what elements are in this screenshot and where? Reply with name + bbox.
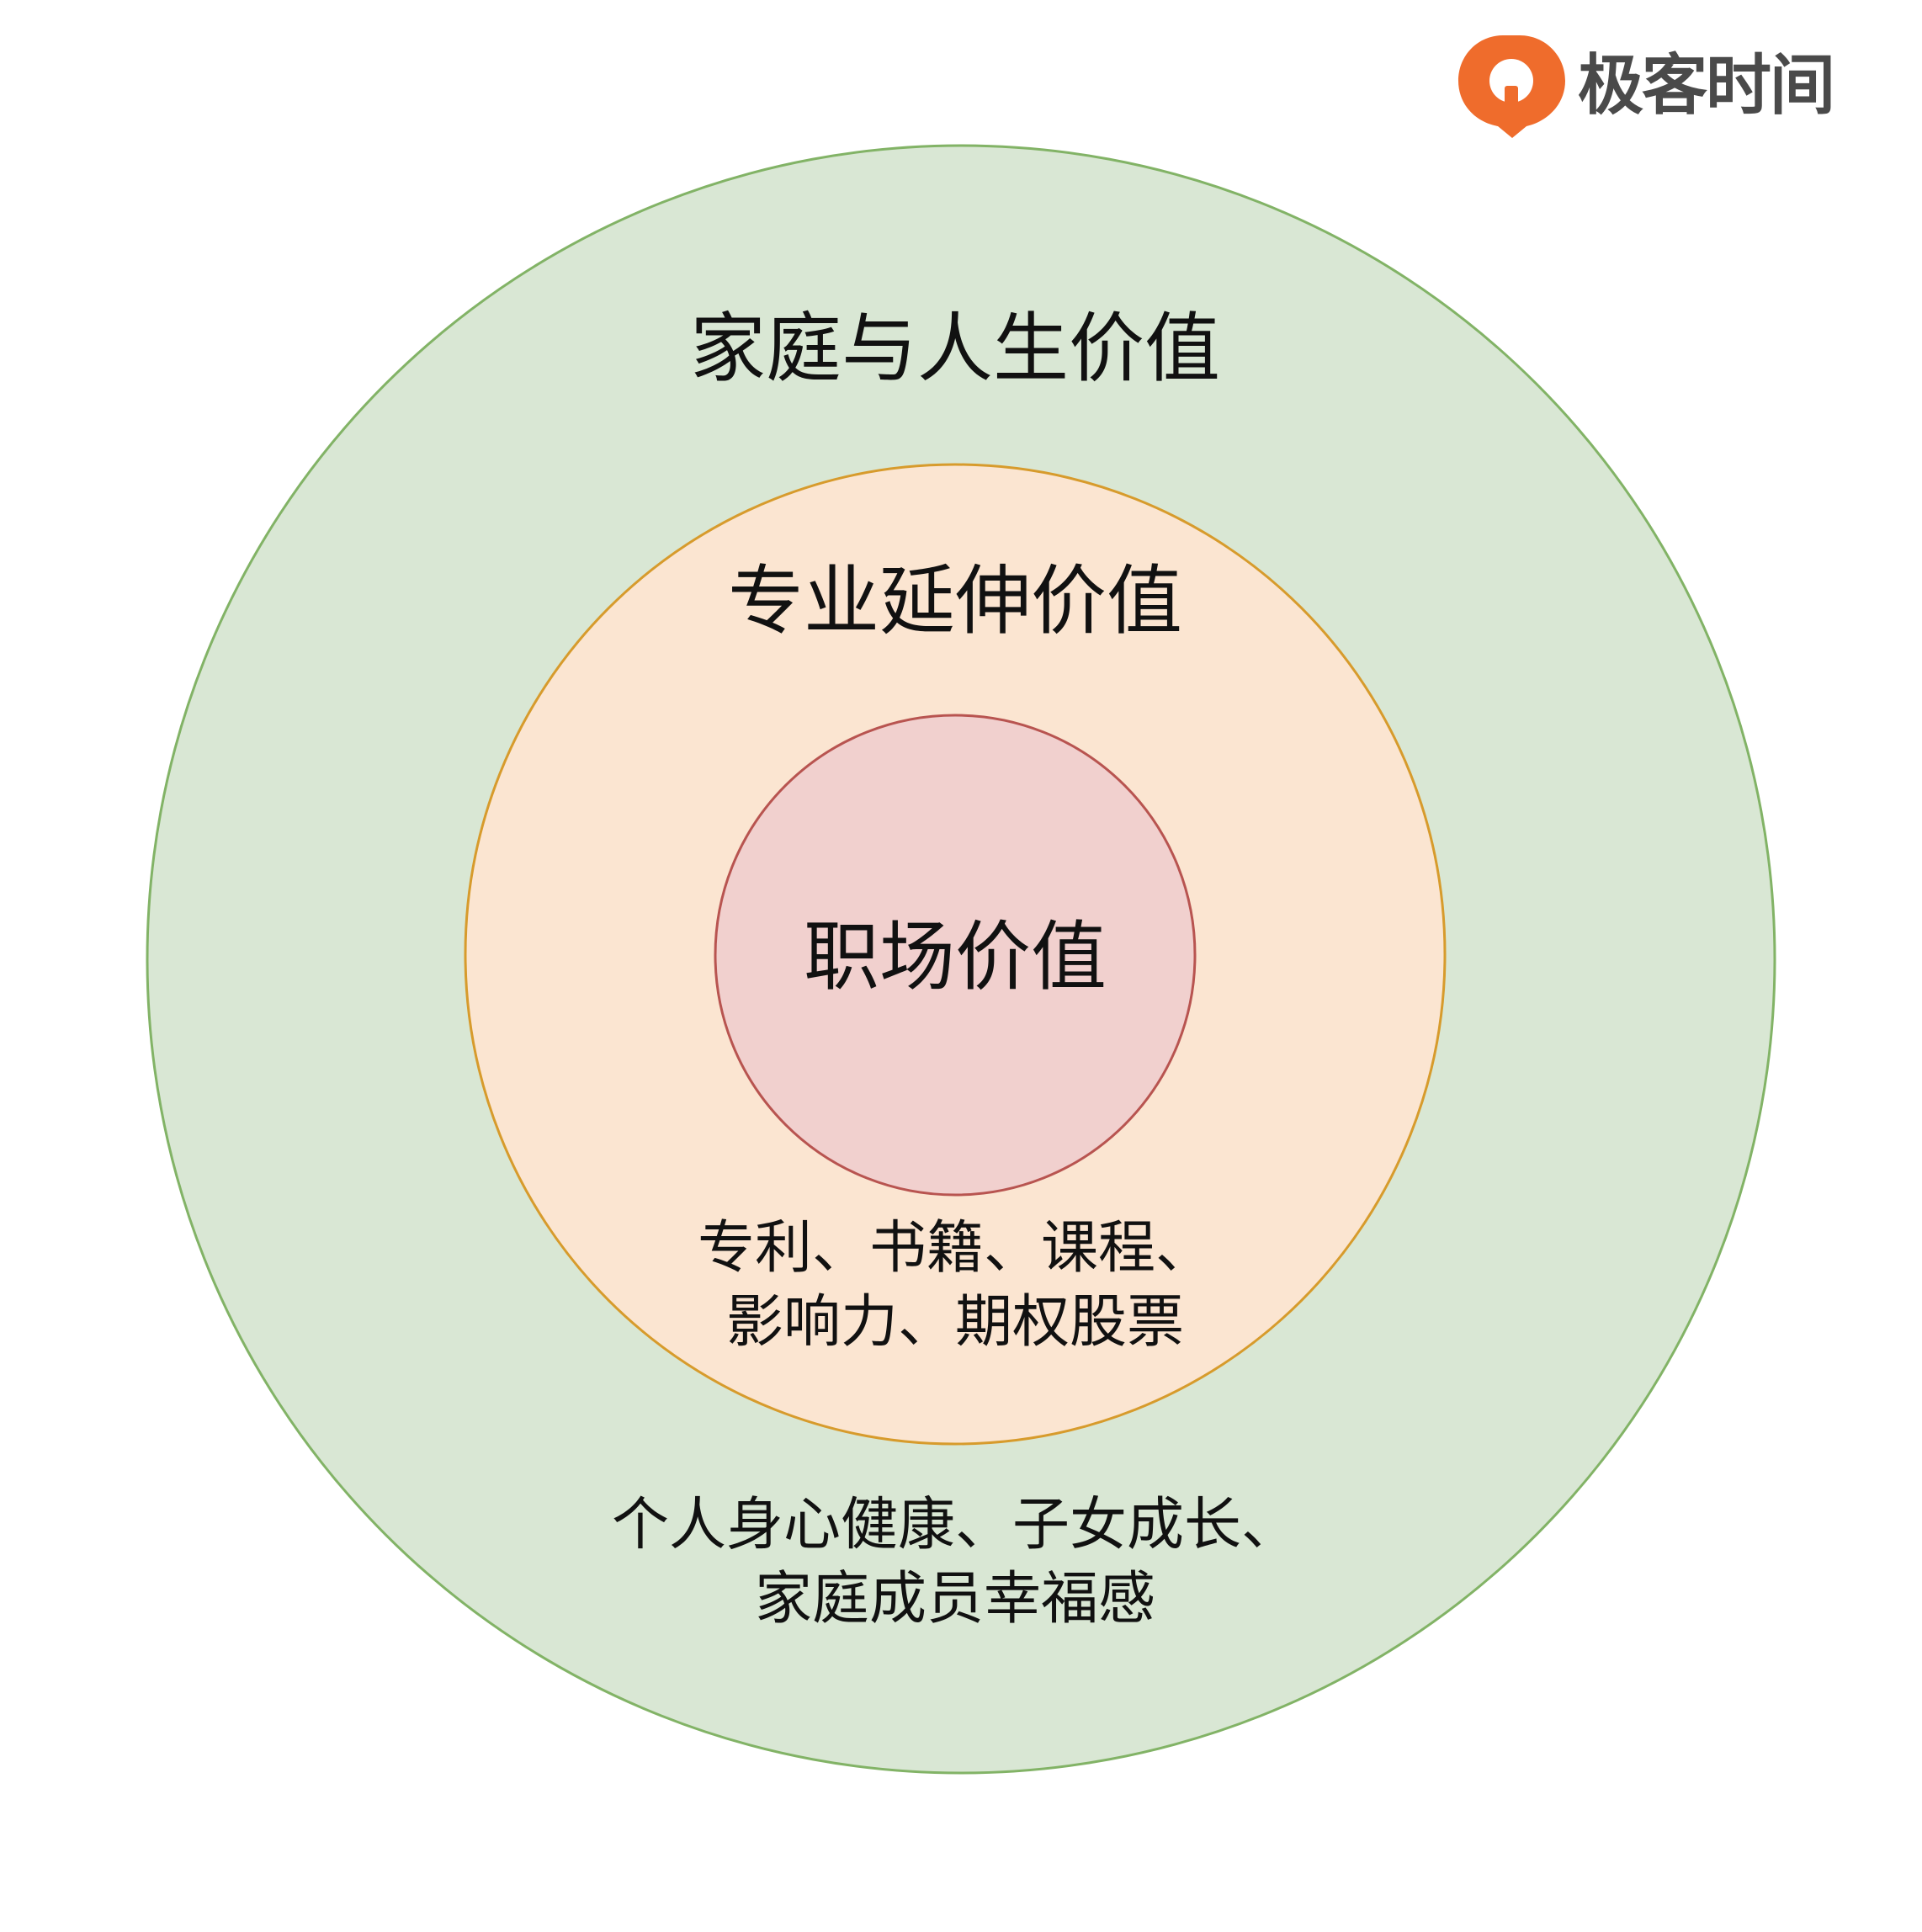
outer-ring-title: 家庭与人生价值	[690, 305, 1220, 393]
inner-ring-title: 职场价值	[804, 913, 1107, 1001]
middle-ring-detail-line-2: 影响力、期权股票	[726, 1289, 1184, 1356]
middle-ring-detail-line-1: 专利、书籍、课程、	[698, 1215, 1213, 1282]
geektime-logo: 极客时间	[1458, 35, 1835, 138]
logo-mark-stem	[1505, 86, 1518, 118]
logo-mark-hole	[1489, 59, 1533, 103]
logo-text: 极客时间	[1578, 48, 1834, 124]
outer-ring-detail-line-2: 家庭成员幸福感	[755, 1566, 1155, 1632]
inner-ring-circle	[714, 714, 1197, 1197]
outer-ring-detail-line-1: 个人身心健康、子女成长、	[612, 1492, 1298, 1558]
geektime-logo-icon	[1458, 35, 1565, 138]
middle-ring-title: 专业延伸价值	[728, 557, 1182, 645]
